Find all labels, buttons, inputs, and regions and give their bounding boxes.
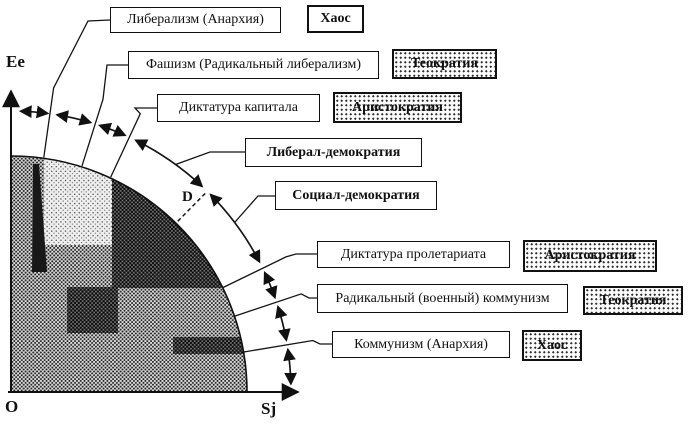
outer-arc-arrows [18, 105, 297, 386]
label-chaos-top: Хаос [307, 5, 364, 33]
label-dictatorship-of-proletariat: Диктатура пролетариата [317, 241, 510, 268]
label-chaos-bottom: Хаос [522, 330, 582, 361]
label-aristocracy-top: Аристократия [333, 92, 462, 123]
label-liberal-democracy: Либерал-демократия [245, 138, 422, 167]
label-social-democracy: Социал-демократия [275, 181, 437, 210]
point-d-label: D [182, 189, 193, 205]
y-axis-label: Ee [6, 52, 25, 71]
label-liberalism-anarchy: Либерализм (Анархия) [110, 7, 281, 33]
label-dictatorship-of-capital: Диктатура капитала [157, 94, 320, 122]
label-theocracy-top: Теократия [392, 49, 497, 79]
sector-ticks-and-leader-lines [43, 19, 332, 353]
axes [1, 89, 300, 401]
x-axis-label: Sj [261, 399, 277, 418]
quarter-circle [10, 155, 248, 393]
label-radical-military-communism: Радикальный (военный) коммунизм [317, 284, 568, 313]
label-fascism-radical-liberalism: Фашизм (Радикальный либерализм) [128, 51, 379, 79]
label-theocracy-bottom: Теократия [583, 286, 683, 315]
origin-label: O [5, 397, 19, 416]
label-aristocracy-bottom: Аристократия [523, 240, 657, 272]
label-communism-anarchy: Коммунизм (Анархия) [332, 331, 510, 358]
